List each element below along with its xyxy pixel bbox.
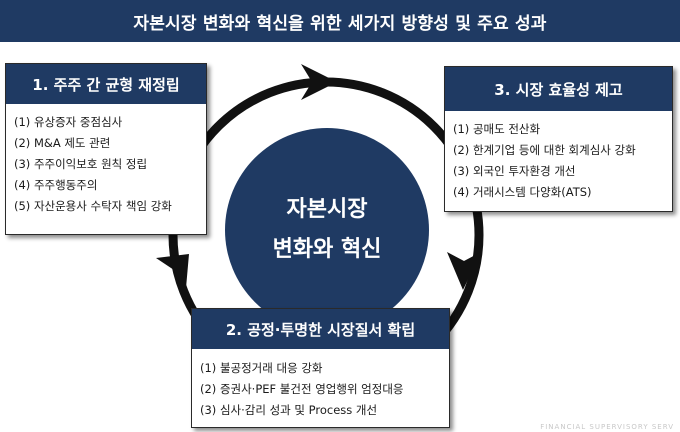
card-items: (1) 불공정거래 대응 강화 (2) 증권사·PEF 불건전 영업행위 엄정대… bbox=[192, 349, 449, 421]
list-item: (3) 심사·감리 성과 및 Process 개선 bbox=[200, 403, 378, 417]
card-title: 1. 주주 간 균형 재정립 bbox=[6, 64, 206, 104]
center-circle: 자본시장 변화와 혁신 bbox=[225, 128, 429, 332]
list-item: (1) 불공정거래 대응 강화 bbox=[200, 361, 323, 375]
cycle-arrow-top-icon bbox=[301, 64, 337, 100]
center-line-1: 자본시장 bbox=[286, 197, 368, 222]
card-fair-market-order: 2. 공정·투명한 시장질서 확립 (1) 불공정거래 대응 강화 (2) 증권… bbox=[191, 308, 450, 428]
list-item: (4) 주주행동주의 bbox=[14, 178, 98, 192]
list-item: (3) 외국인 투자환경 개선 bbox=[453, 164, 576, 178]
list-item: (3) 주주이익보호 원칙 정립 bbox=[14, 157, 148, 171]
cycle-arrow-right-icon bbox=[447, 252, 481, 290]
card-shareholder-balance: 1. 주주 간 균형 재정립 (1) 유상증자 중점심사 (2) M&A 제도 … bbox=[5, 63, 207, 235]
footer-watermark: FINANCIAL SUPERVISORY SERV bbox=[540, 423, 674, 431]
list-item: (5) 자산운용사 수탁자 책임 강화 bbox=[14, 199, 172, 213]
card-market-efficiency: 3. 시장 효율성 제고 (1) 공매도 전산화 (2) 한계기업 등에 대한 … bbox=[444, 66, 673, 212]
card-title: 2. 공정·투명한 시장질서 확립 bbox=[192, 309, 449, 349]
center-line-2: 변화와 혁신 bbox=[272, 237, 382, 262]
list-item: (2) 증권사·PEF 불건전 영업행위 엄정대응 bbox=[200, 382, 404, 396]
list-item: (2) 한계기업 등에 대한 회계심사 강화 bbox=[453, 143, 636, 157]
page-title-banner: 자본시장 변화와 혁신을 위한 세가지 방향성 및 주요 성과 bbox=[0, 0, 680, 42]
page-title: 자본시장 변화와 혁신을 위한 세가지 방향성 및 주요 성과 bbox=[133, 13, 547, 34]
card-items: (1) 공매도 전산화 (2) 한계기업 등에 대한 회계심사 강화 (3) 외… bbox=[445, 111, 672, 203]
list-item: (1) 공매도 전산화 bbox=[453, 122, 541, 136]
list-item: (4) 거래시스템 다양화(ATS) bbox=[453, 185, 592, 199]
list-item: (1) 유상증자 중점심사 bbox=[14, 115, 123, 129]
list-item: (2) M&A 제도 관련 bbox=[14, 136, 111, 150]
card-title: 3. 시장 효율성 제고 bbox=[445, 67, 672, 111]
card-items: (1) 유상증자 중점심사 (2) M&A 제도 관련 (3) 주주이익보호 원… bbox=[6, 104, 206, 217]
cycle-arrow-left-icon bbox=[156, 254, 189, 288]
